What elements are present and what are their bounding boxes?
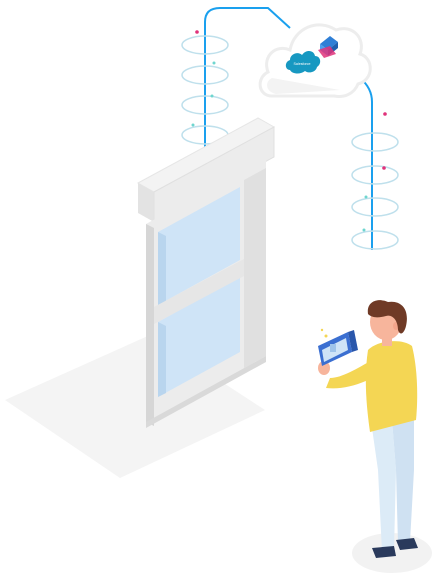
- smart-window-icon: [136, 117, 276, 428]
- salesforce-logo-icon: Salesforce: [285, 50, 321, 74]
- person-shirt: [365, 341, 418, 432]
- window-header-front: [138, 183, 154, 222]
- tablet-icon: [318, 328, 358, 366]
- window-glass-upper: [158, 187, 240, 305]
- connection-line-window-cloud: [204, 7, 291, 150]
- signal-dot: [195, 30, 199, 34]
- signal-dot: [382, 166, 386, 170]
- signal-waves-icon: [351, 132, 399, 250]
- person-shoe-right: [396, 538, 418, 550]
- signal-dot: [210, 94, 214, 98]
- person-pants: [372, 420, 396, 552]
- window-glass-upper-inner-shade: [158, 232, 166, 305]
- device-badge-icon: [318, 36, 338, 58]
- cloud-logo-text: Salesforce: [294, 62, 311, 66]
- person-shoe-left: [372, 546, 396, 558]
- person-neck: [382, 334, 392, 346]
- window-frame-depth: [146, 224, 154, 426]
- window-middle-rail: [154, 259, 244, 324]
- window-glass-lower: [158, 277, 240, 397]
- person-pants-right: [392, 414, 414, 544]
- signal-dot: [383, 112, 387, 116]
- window-glass-lower-inner-shade: [158, 322, 166, 397]
- window-header-side: [153, 126, 275, 223]
- person-hand: [318, 361, 330, 375]
- person-arm: [326, 360, 380, 389]
- signal-dot: [212, 61, 216, 65]
- person-hair: [367, 300, 407, 334]
- signal-dot: [362, 228, 366, 232]
- signal-dot: [191, 123, 195, 127]
- signal-dot: [364, 195, 368, 199]
- window-frame-right-depth: [244, 168, 266, 368]
- person-icon: [318, 300, 418, 558]
- window-sill: [146, 356, 266, 428]
